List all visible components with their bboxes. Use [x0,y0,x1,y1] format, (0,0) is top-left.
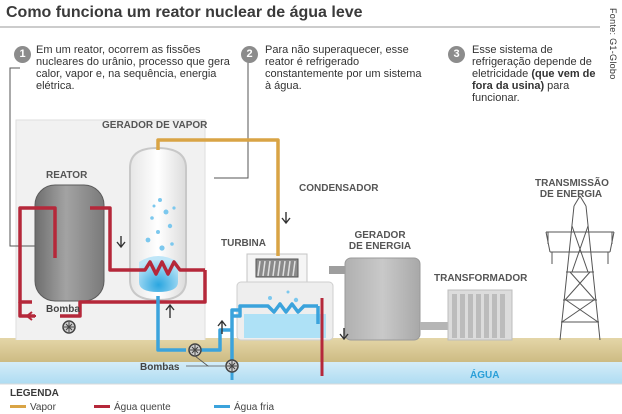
ground-band [0,338,622,362]
step1-text: Em um reator, ocorrem as fissões nuclear… [36,44,230,92]
pump-icons [62,320,239,373]
label-gerador-vapor: GERADOR DE VAPOR [102,120,208,131]
label-transmissao-line1: TRANSMISSÃO [535,178,609,189]
step1-badge: 1 [14,46,31,63]
turbine-blades [257,260,296,277]
steam-bubbles [145,198,176,251]
step2-badge: 2 [241,46,258,63]
step1-leader [9,67,36,247]
legend-label-agua-fria: Água fria [234,402,275,413]
legend-item-vapor: Vapor [10,402,56,413]
steam-line [156,138,280,256]
reactor-vessel [34,184,105,302]
label-gerador-energia-line2: DE ENERGIA [348,241,412,252]
legend-title: LEGENDA [10,388,59,399]
label-gerador-energia-line1: GERADOR [354,230,406,241]
turbine-shaft [329,266,345,274]
label-bombas: Bombas [140,362,180,373]
source-credit: Fonte: G1-Globo [608,8,618,80]
step3-text-end: para funcionar. [472,80,570,104]
step2-text: Para não superaquecer, esse reator é ref… [265,44,422,92]
label-transformador: TRANSFORMADOR [434,273,528,284]
cold-water-loop [156,296,320,364]
water-band [0,362,622,384]
label-transmissao-line2: DE ENERGIA [539,189,603,200]
legend-item-agua-quente: Água quente [94,402,171,413]
step3-text-start: Esse sistema de refrigeração depende de … [472,44,592,80]
electric-generator [344,257,421,341]
step3-badge: 3 [448,46,465,63]
page-title: Como funciona um reator nuclear de água … [6,4,363,21]
label-bomba: Bomba [46,304,80,315]
legend-label-agua-quente: Água quente [114,402,171,413]
label-agua: ÁGUA [470,370,500,381]
turbine [255,258,299,278]
legend-swatch-agua-fria [214,404,230,408]
condenser-water [244,314,326,338]
label-turbina: TURBINA [221,238,266,249]
step2-leader [214,62,249,179]
label-reator: REATOR [46,170,88,181]
legend-swatch-vapor [10,404,26,408]
legend-item-agua-fria: Água fria [214,402,274,413]
label-condensador: CONDENSADOR [299,183,379,194]
step3-text: Esse sistema de refrigeração depende de … [472,44,598,104]
pump-arrow [25,311,36,321]
transmission-tower [545,195,615,341]
legend-swatch-agua-quente [94,404,110,408]
steam-generator-water [139,256,178,292]
flow-arrows [116,212,349,341]
legend-label-vapor: Vapor [30,402,56,413]
transformer-fins [452,294,505,338]
generator-link [420,322,448,330]
step3-text-bold: (que vem de fora da usina) [472,68,596,92]
